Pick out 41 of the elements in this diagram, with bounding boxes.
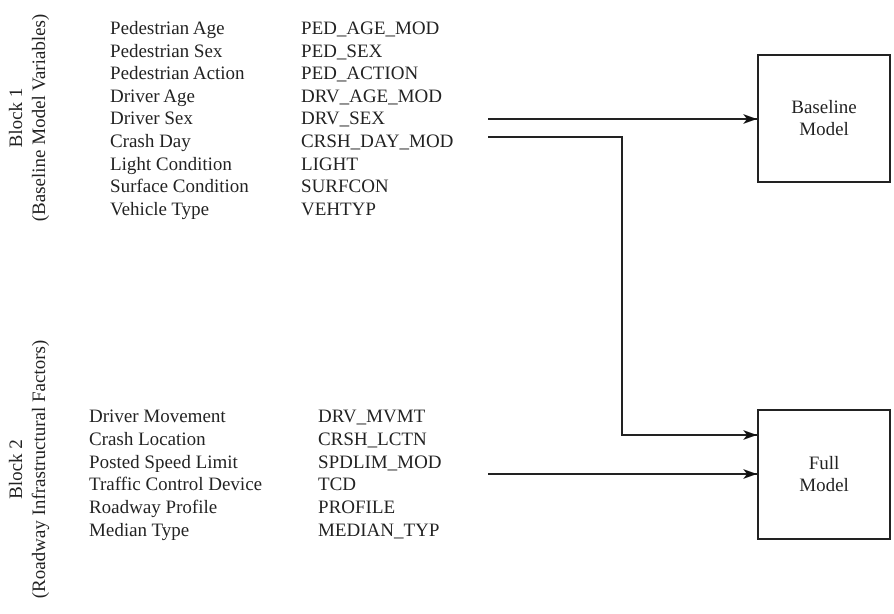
variable-code: PED_SEX xyxy=(301,40,382,63)
arrow xyxy=(488,136,757,440)
variable-code: VEHTYP xyxy=(301,198,376,221)
variable-code: DRV_AGE_MOD xyxy=(301,86,442,108)
model-name: Baseline Model xyxy=(790,96,858,140)
variable-code: MEDIAN_TYP xyxy=(318,520,440,542)
arrow xyxy=(488,469,757,479)
variable-name: Crash Location xyxy=(89,428,206,451)
variable-code: PED_ACTION xyxy=(301,63,418,86)
variable-name: Light Condition xyxy=(110,154,232,176)
variable-name: Traffic Control Device xyxy=(89,474,262,496)
block-heading: (Baseline Model Variables) xyxy=(28,14,51,222)
variable-name: Driver Age xyxy=(110,86,195,108)
variable-code: CRSH_LCTN xyxy=(318,428,427,451)
variable-name: Posted Speed Limit xyxy=(89,452,238,474)
variable-code: SURFCON xyxy=(301,176,389,198)
variable-name: Pedestrian Sex xyxy=(110,40,222,63)
block-heading: Block 1 xyxy=(5,88,28,148)
variable-name: Pedestrian Age xyxy=(110,18,225,40)
block-heading: (Roadway Infrastructural Factors) xyxy=(28,340,51,598)
variable-name: Surface Condition xyxy=(110,176,249,198)
variable-name: Crash Day xyxy=(110,131,191,153)
variable-name: Driver Movement xyxy=(89,406,226,428)
variable-code: SPDLIM_MOD xyxy=(318,452,442,474)
variable-name: Pedestrian Action xyxy=(110,63,245,86)
variable-code: PROFILE xyxy=(318,497,396,520)
variable-code: PED_AGE_MOD xyxy=(301,18,440,40)
model-box xyxy=(757,409,891,540)
variable-name: Roadway Profile xyxy=(89,497,218,520)
variable-name: Median Type xyxy=(89,520,190,542)
variable-code: LIGHT xyxy=(301,154,358,176)
variable-code: DRV_MVMT xyxy=(318,406,426,428)
variable-code: TCD xyxy=(318,474,356,496)
arrow xyxy=(488,114,757,124)
model-box xyxy=(757,54,891,183)
variable-code: DRV_SEX xyxy=(301,108,385,130)
model-name: Full Model xyxy=(798,452,850,496)
variable-code: CRSH_DAY_MOD xyxy=(301,131,454,153)
variable-name: Vehicle Type xyxy=(110,198,210,221)
variable-name: Driver Sex xyxy=(110,108,193,130)
block-heading: Block 2 xyxy=(5,439,28,499)
